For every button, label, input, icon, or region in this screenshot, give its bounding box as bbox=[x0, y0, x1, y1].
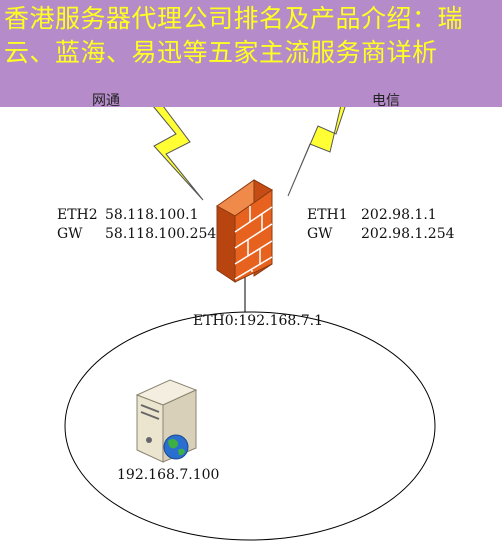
lan-ellipse bbox=[64, 311, 436, 541]
gw-left-value: 58.118.100.254 bbox=[105, 226, 217, 242]
eth2-key: ETH2 bbox=[57, 207, 98, 223]
firewall-icon bbox=[216, 179, 273, 283]
gw-right-value: 202.98.1.254 bbox=[361, 226, 455, 242]
banner-title: 香港服务器代理公司排名及产品介绍：瑞云、蓝海、易迅等五家主流服务商详析 bbox=[4, 4, 464, 67]
globe-icon bbox=[163, 434, 189, 460]
right-interface-info: ETH1 202.98.1.1 GW 202.98.1.254 bbox=[307, 206, 455, 244]
eth1-key: ETH1 bbox=[307, 207, 348, 223]
gw-left-key: GW bbox=[57, 226, 83, 242]
article-banner: 香港服务器代理公司排名及产品介绍：瑞云、蓝海、易迅等五家主流服务商详析 bbox=[0, 0, 502, 107]
cloud-right-label: 电信 bbox=[372, 93, 400, 109]
eth0-label: ETH0:192.168.7.1 bbox=[193, 313, 323, 329]
eth2-value: 58.118.100.1 bbox=[105, 207, 199, 223]
gw-right-key: GW bbox=[307, 226, 333, 242]
cloud-left-label: 网通 bbox=[92, 93, 120, 109]
left-interface-info: ETH2 58.118.100.1 GW 58.118.100.254 bbox=[57, 206, 216, 244]
server-ip-label: 192.168.7.100 bbox=[117, 467, 220, 483]
eth1-value: 202.98.1.1 bbox=[361, 207, 437, 223]
lightning-left-icon bbox=[146, 99, 204, 201]
